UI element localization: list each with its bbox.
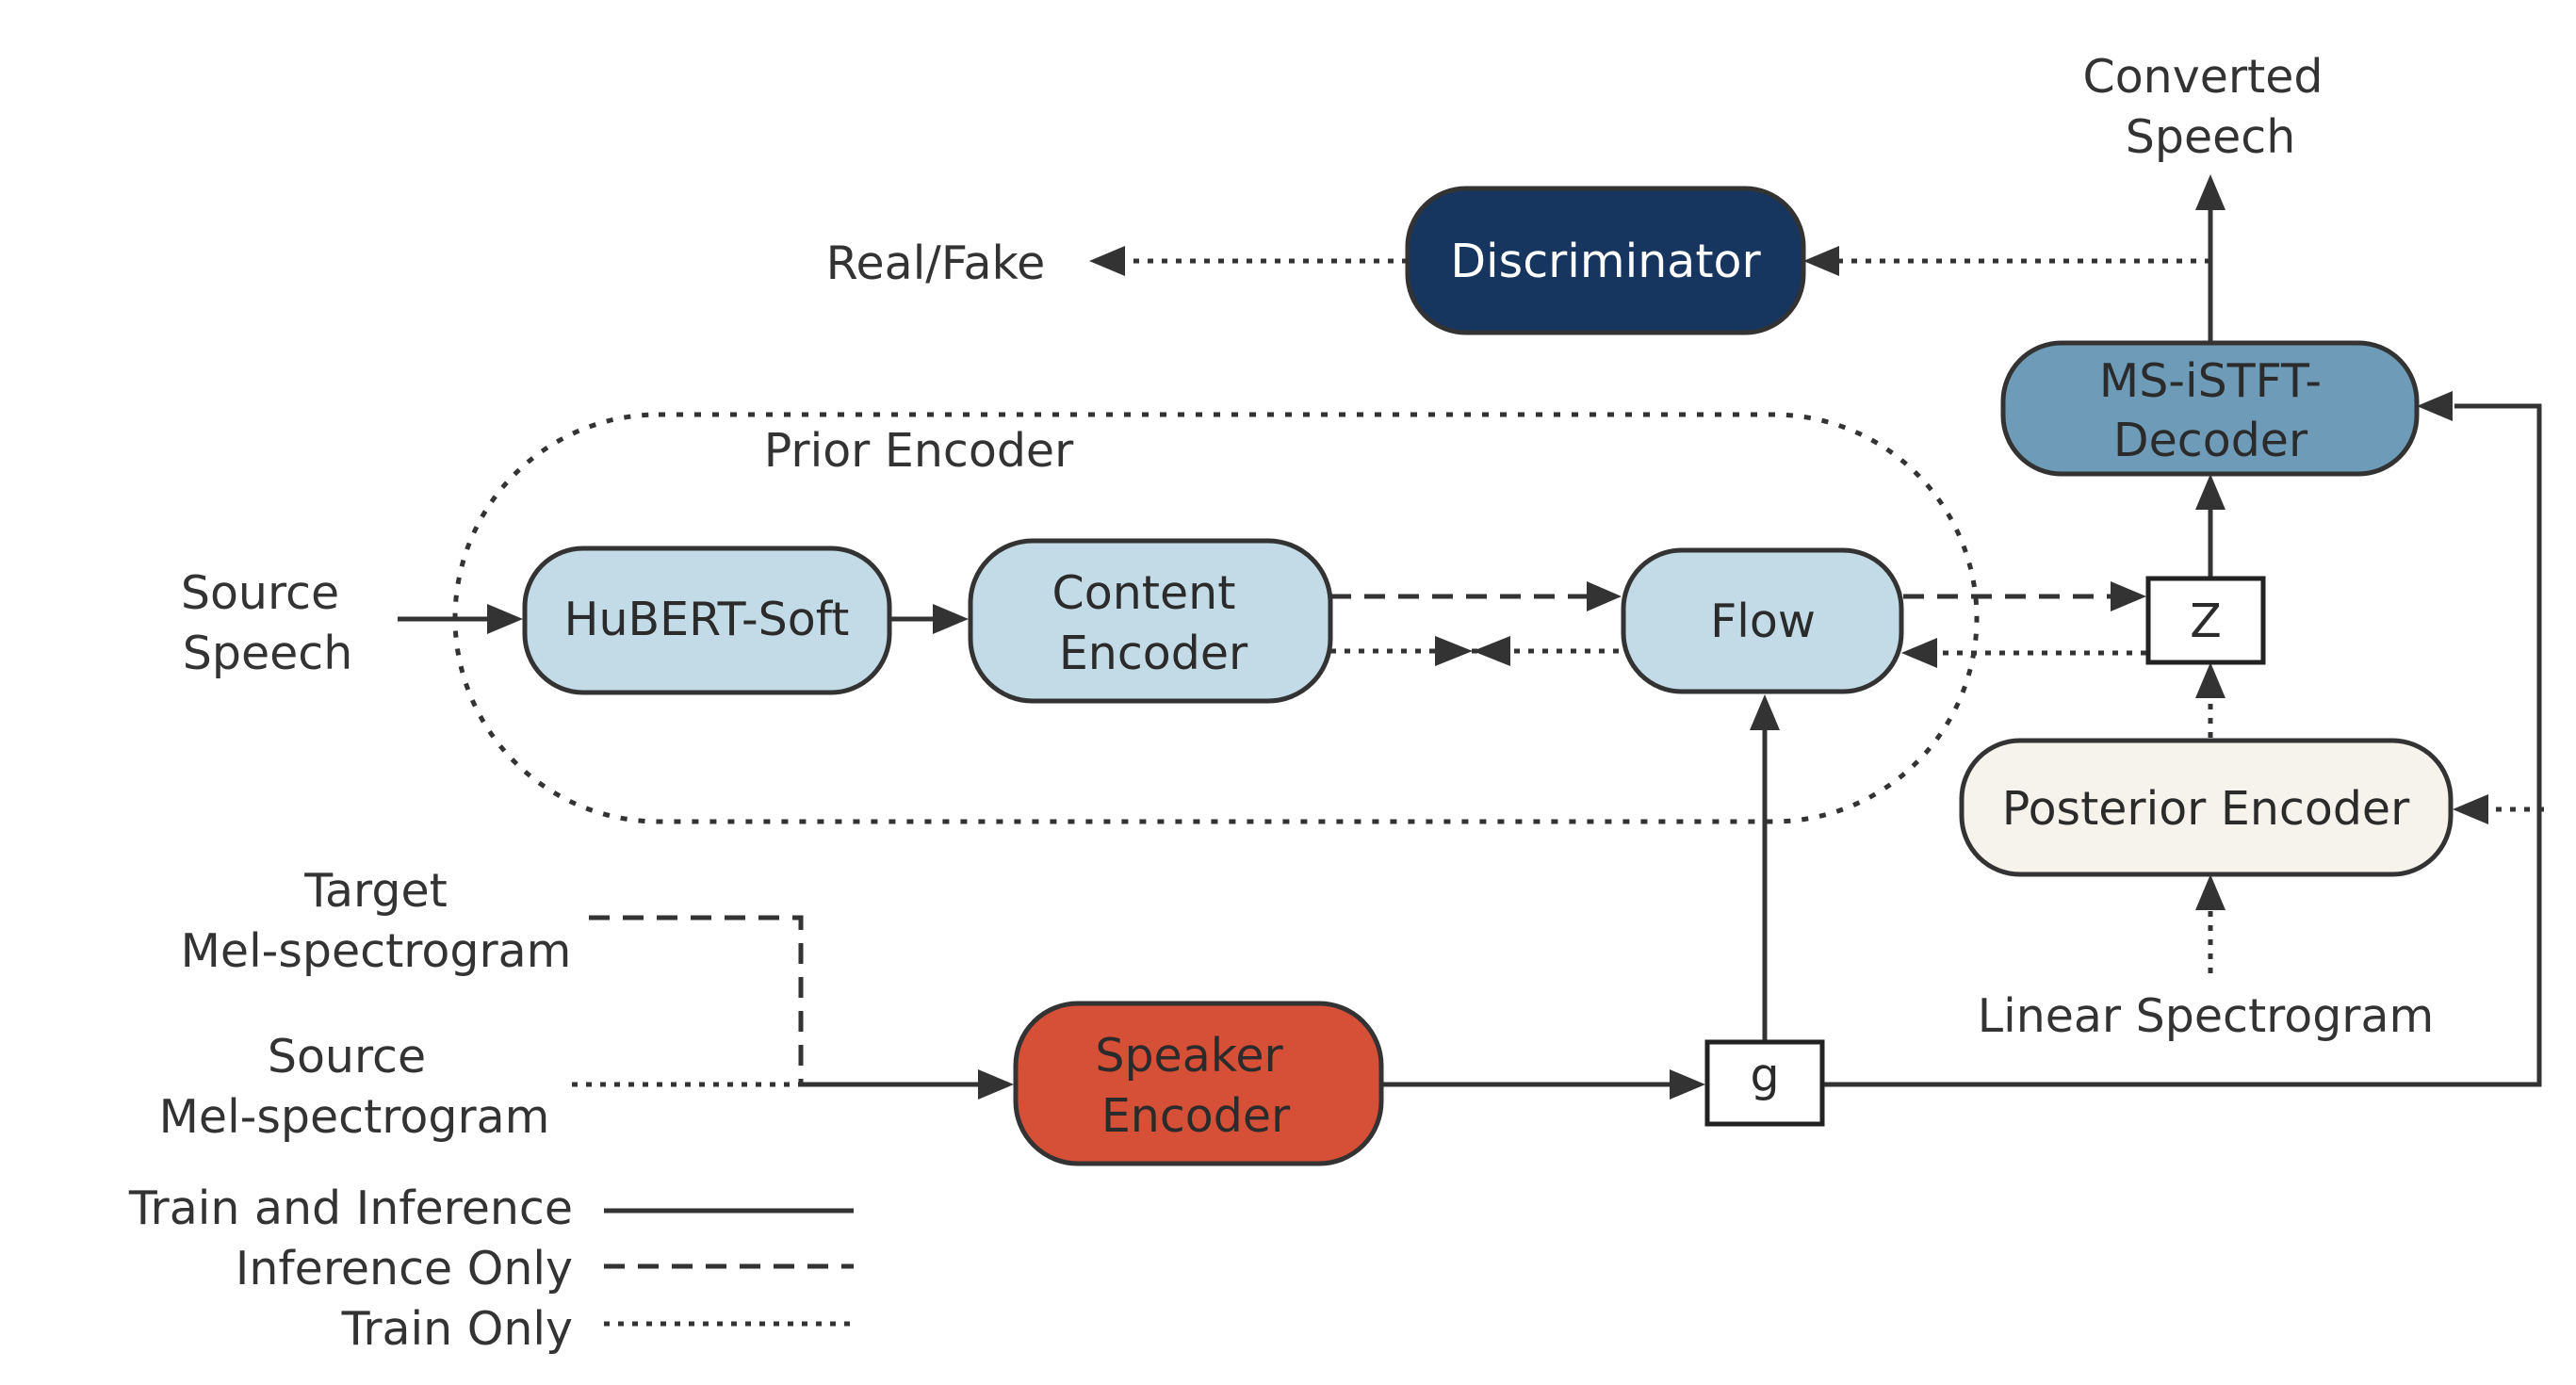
hubert-soft-node: HuBERT-Soft [522, 546, 892, 695]
arrowhead-decoder [2195, 474, 2225, 510]
decoder-label-line2: Decoder [2113, 414, 2308, 467]
g-node: g [1704, 1039, 1825, 1127]
legend-train-only-label: Train Only [341, 1302, 573, 1356]
target-mel-label-line1: Target [303, 864, 448, 918]
g-label: g [1750, 1049, 1779, 1102]
posterior-label: Posterior Encoder [2002, 782, 2410, 836]
arrowhead-flow-dotted [1901, 638, 1937, 668]
ms-istft-decoder-node: MS-iSTFT- Decoder [2000, 340, 2420, 477]
arrowhead-flow-dashed [1587, 581, 1622, 611]
flow-label: Flow [1710, 595, 1816, 648]
arrowhead-content [933, 604, 969, 634]
decoder-label-line1: MS-iSTFT- [2099, 354, 2322, 408]
z-label: Z [2190, 595, 2222, 648]
arrowhead-z-dashed [2111, 581, 2146, 611]
arrow-g-to-decoder [1824, 403, 2542, 1087]
converted-speech-label-line2: Speech [2126, 110, 2296, 164]
speaker-encoder-node: Speaker Encoder [1013, 1001, 1384, 1166]
source-mel-label-line1: Source [268, 1030, 426, 1084]
converted-speech-label-line1: Converted [2082, 50, 2323, 104]
flow-node: Flow [1621, 547, 1904, 694]
arrowhead-discriminator [1803, 246, 1839, 276]
posterior-encoder-node: Posterior Encoder [1959, 738, 2454, 877]
linear-spectrogram-label: Linear Spectrogram [1978, 989, 2434, 1043]
arrowhead-g [1670, 1069, 1705, 1100]
arrowhead-hubert [487, 604, 523, 634]
speaker-label-line2: Encoder [1101, 1089, 1291, 1143]
z-node: Z [2145, 576, 2266, 665]
arrowhead-speaker [978, 1069, 1014, 1100]
arrowhead-realfake [1089, 246, 1125, 276]
source-mel-label-line2: Mel-spectrogram [159, 1090, 550, 1144]
content-label-line2: Encoder [1059, 627, 1248, 680]
real-fake-label: Real/Fake [826, 236, 1046, 290]
arrowhead-decoder-right [2417, 391, 2453, 421]
arrowhead-content-meet [1435, 636, 1473, 666]
arrowhead-flow-meet [1473, 636, 1510, 666]
prior-encoder-label: Prior Encoder [764, 424, 1074, 478]
discriminator-label: Discriminator [1450, 235, 1761, 288]
arrowhead-posterior-bottom [2195, 874, 2225, 910]
legend: Train and Inference Inference Only Train… [128, 1181, 854, 1356]
speaker-label-line1: Speaker [1095, 1029, 1283, 1083]
target-mel-label-line2: Mel-spectrogram [181, 924, 572, 978]
hubert-label: HuBERT-Soft [564, 593, 850, 646]
legend-inference-only-label: Inference Only [236, 1242, 573, 1295]
arrowhead-posterior-right [2453, 794, 2488, 824]
arrowhead-z-posterior [2195, 662, 2225, 698]
arrow-target-mel-dashed [589, 915, 804, 1084]
source-speech-label-line2: Speech [183, 627, 353, 680]
arrowhead-flow-bottom [1750, 694, 1780, 730]
content-label-line1: Content [1052, 566, 1236, 620]
source-speech-label-line1: Source [181, 566, 339, 620]
content-encoder-node: Content Encoder [968, 538, 1333, 704]
discriminator-node: Discriminator [1405, 186, 1806, 335]
arrowhead-output [2195, 174, 2225, 210]
legend-train-and-inference-label: Train and Inference [128, 1181, 573, 1235]
